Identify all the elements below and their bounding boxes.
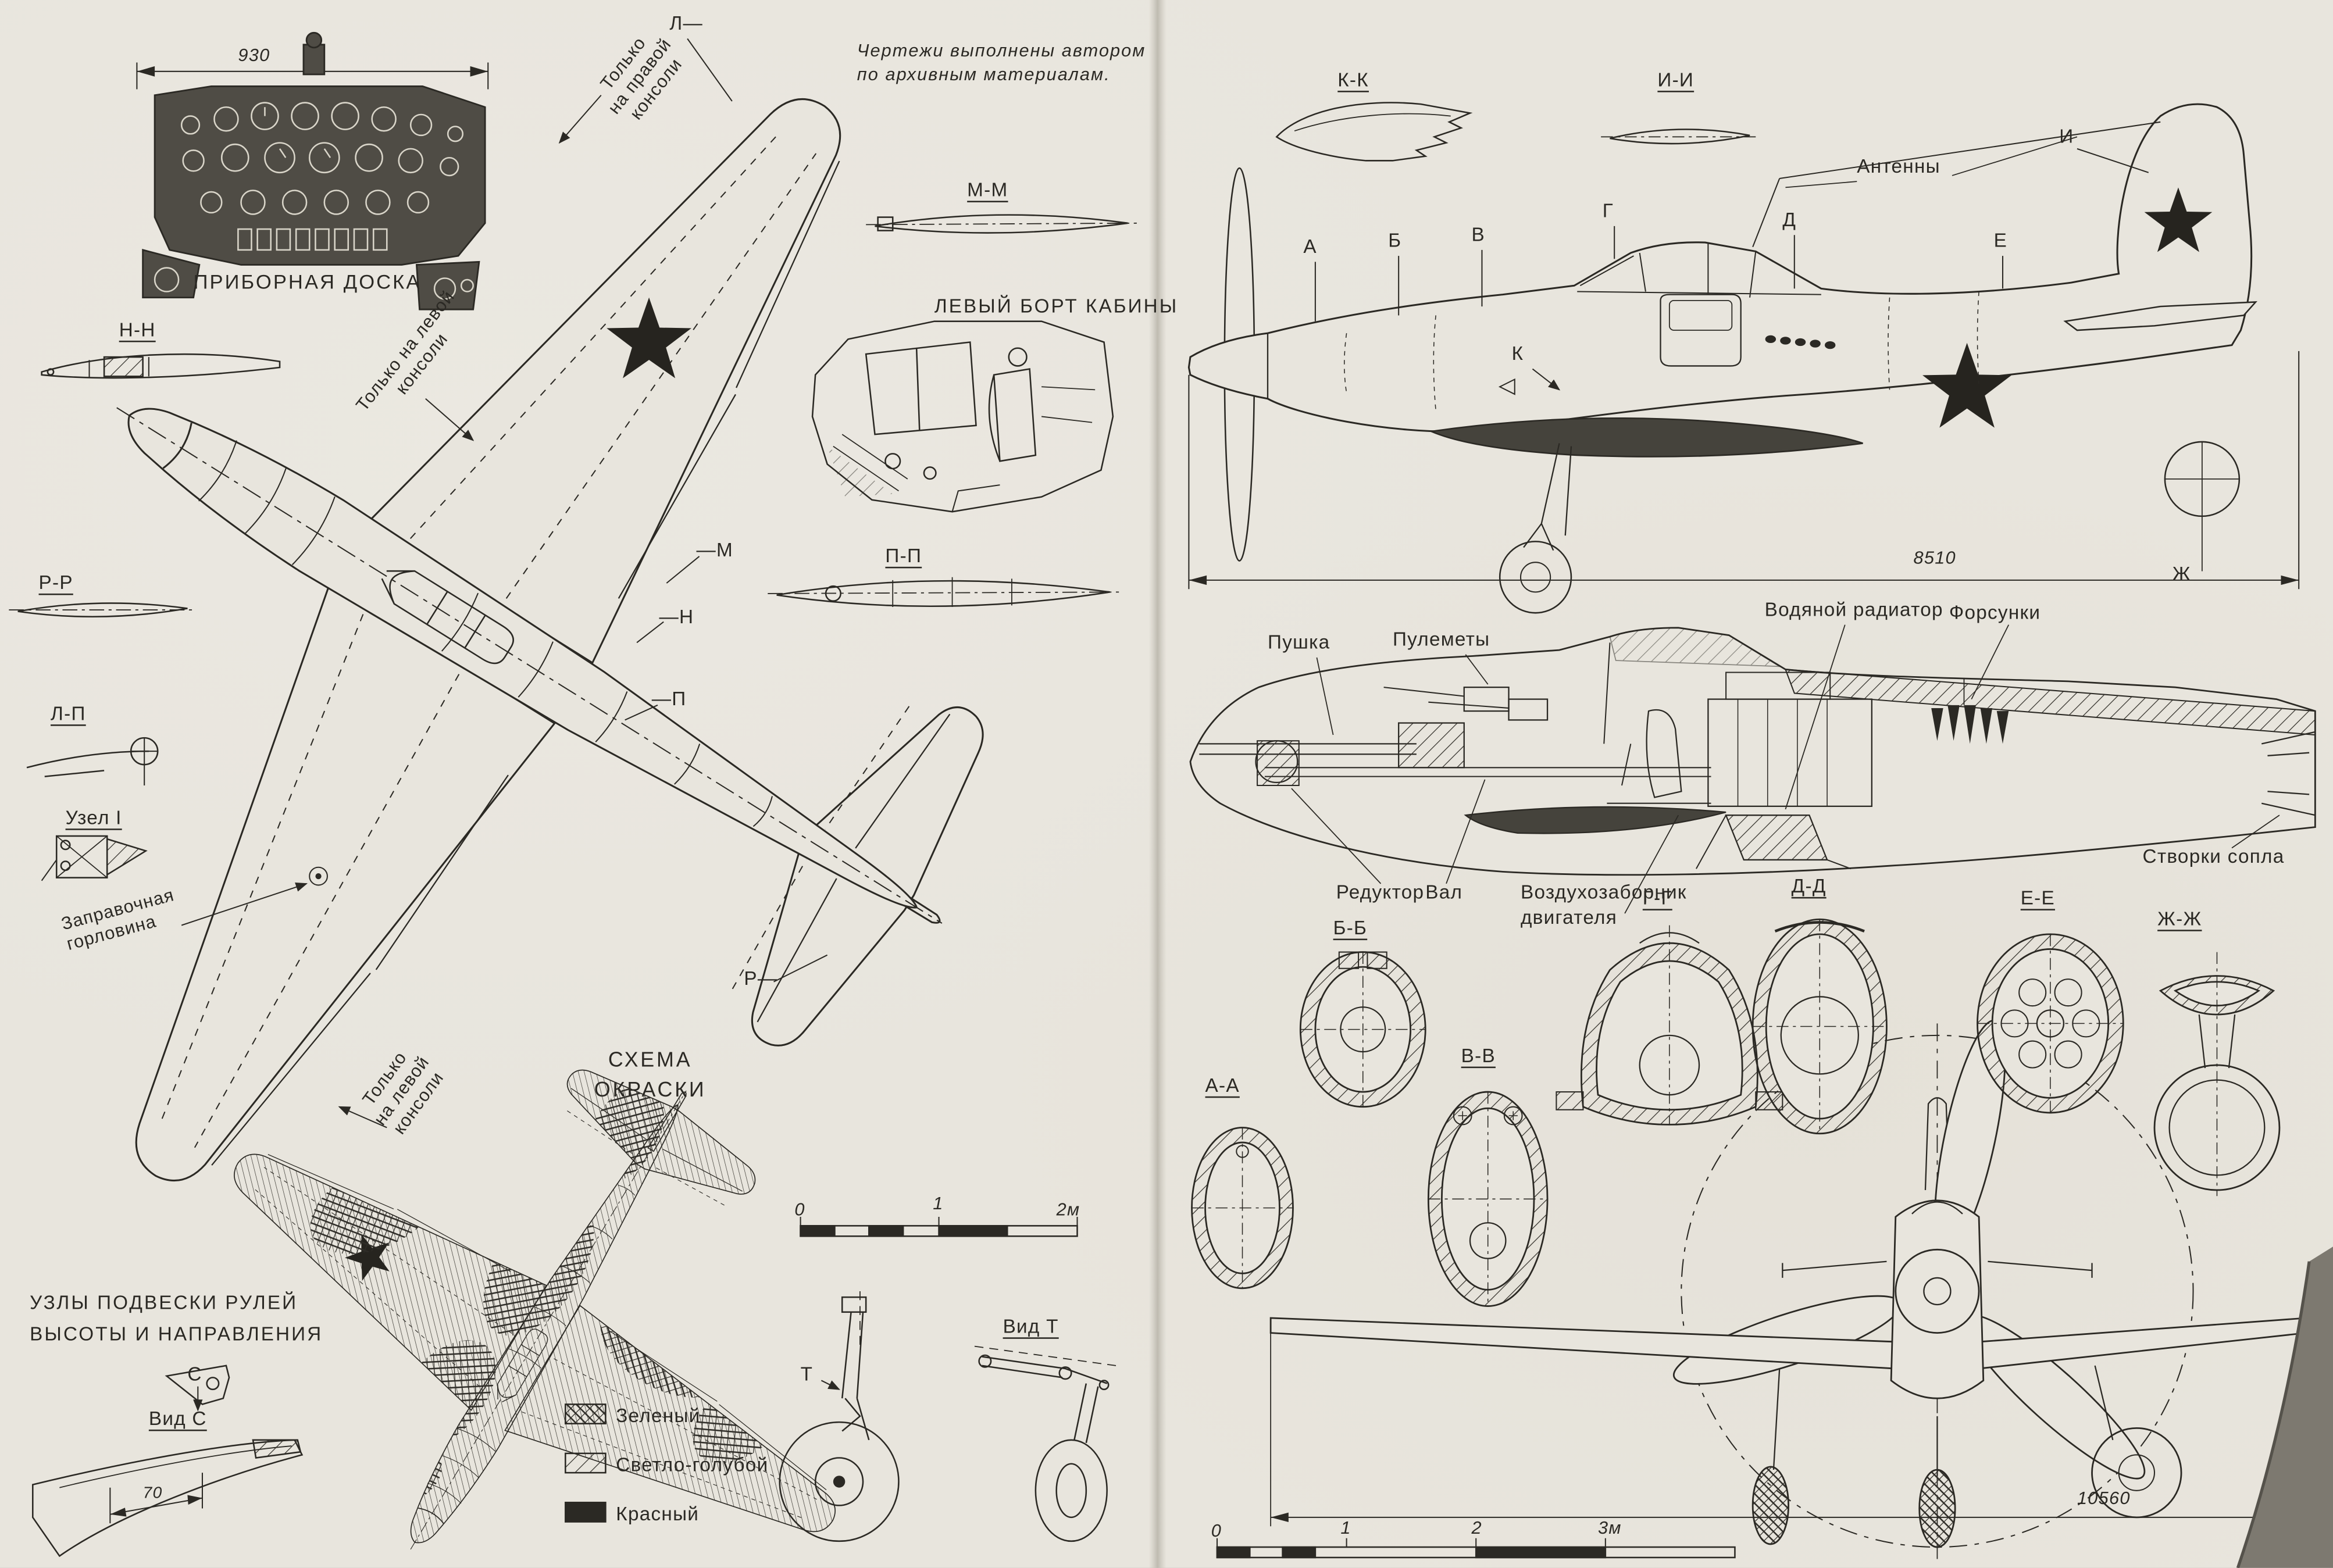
section-gg-drawing <box>1556 925 1783 1126</box>
section-zhzh-drawing <box>2153 952 2281 1196</box>
view-c-drawing <box>32 1365 304 1558</box>
marker-r: Р— <box>744 967 778 990</box>
marker-zh: Ж <box>2172 562 2191 585</box>
scale-right-2: 2 <box>1471 1517 1482 1538</box>
panel-width-dim: 930 <box>238 44 270 66</box>
section-aa-drawing <box>1191 1127 1294 1290</box>
shaft-label: Вал <box>1425 880 1463 903</box>
author-credit: Чертежи выполнены автором по архивным ма… <box>857 40 1146 85</box>
section-dd-drawing <box>1751 918 1888 1135</box>
marker-i: И <box>2059 124 2074 148</box>
marker-t: Т <box>800 1362 814 1385</box>
marker-n: —Н <box>659 605 694 628</box>
view-t-drawing <box>974 1345 1116 1542</box>
scale-right-1: 1 <box>1340 1517 1351 1538</box>
main-gear-drawing <box>779 1291 900 1542</box>
marker-k: К <box>1511 342 1524 365</box>
cutaway-drawing <box>1189 624 2316 914</box>
dim-8510: 8510 <box>1913 547 1956 569</box>
marker-m: —М <box>696 538 734 561</box>
scale-left-2: 2м <box>1056 1199 1080 1220</box>
scale-bar-left <box>800 1217 1078 1237</box>
intake-label: Воздухозаборник двигателя <box>1520 880 1687 928</box>
scale-bar-right <box>1216 1538 1736 1559</box>
instrument-panel-title: ПРИБОРНАЯ ДОСКА <box>193 270 422 294</box>
marker-d: Д <box>1782 208 1797 231</box>
injectors-label: Форсунки <box>1949 601 2041 624</box>
section-label-aa: А-А <box>1205 1074 1240 1096</box>
cabin-drawing <box>811 320 1114 513</box>
section-label-zhzh: Ж-Ж <box>2157 907 2202 930</box>
camo-legend-swatches <box>565 1403 607 1523</box>
dim-10560: 10560 <box>2077 1487 2131 1509</box>
marker-v: В <box>1471 223 1486 246</box>
radiator-label: Водяной радиатор <box>1764 598 1943 620</box>
instrument-panel-drawing <box>136 31 489 310</box>
section-label-ee: Е-Е <box>2020 886 2056 909</box>
section-rr-drawing <box>9 602 197 618</box>
section-label-dd: Д-Д <box>1791 874 1827 897</box>
section-label-ii: И-И <box>1657 68 1695 91</box>
reducer-label: Редуктор <box>1336 880 1425 903</box>
antennas-label: Антенны <box>1857 155 1940 177</box>
section-vv-drawing <box>1427 1091 1549 1307</box>
legend-lightblue-label: Светло-голубой <box>616 1453 769 1476</box>
section-label-rr: Р-Р <box>38 571 73 594</box>
section-bb-drawing <box>1299 951 1426 1108</box>
scale-left-1: 1 <box>933 1193 944 1214</box>
marker-c: С <box>187 1362 202 1385</box>
scale-right-3: 3м <box>1598 1517 1622 1538</box>
page-seam <box>1148 0 1167 1568</box>
scale-right-0: 0 <box>1211 1520 1222 1541</box>
uzel-1-drawing <box>41 835 148 881</box>
machine-guns-label: Пулеметы <box>1392 627 1490 651</box>
section-label-nn: Н-Н <box>119 318 156 341</box>
marker-a: А <box>1303 235 1317 258</box>
section-label-kk: К-К <box>1337 68 1369 91</box>
section-label-vv: В-В <box>1461 1044 1496 1067</box>
section-label-gg: Г-Г <box>1642 886 1672 909</box>
hinges-title: УЗЛЫ ПОДВЕСКИ РУЛЕЙ ВЫСОТЫ И НАПРАВЛЕНИЯ <box>30 1291 323 1345</box>
section-kk-drawing <box>1275 102 1473 162</box>
page-edge-shadow <box>2236 1246 2333 1568</box>
section-ee-drawing <box>1977 933 2124 1114</box>
marker-l: Л— <box>669 12 704 34</box>
dim-70: 70 <box>142 1484 163 1503</box>
section-label-lp: Л-П <box>50 702 86 725</box>
section-lp-drawing <box>26 737 159 785</box>
legend-red-label: Красный <box>616 1502 700 1525</box>
top-view-annotations <box>181 38 828 1128</box>
section-label-pp: П-П <box>885 544 922 567</box>
marker-e: Е <box>1993 229 2008 252</box>
scale-left-0: 0 <box>794 1199 805 1220</box>
marker-b: Б <box>1388 229 1402 252</box>
uzel-1-label: Узел I <box>65 806 122 829</box>
section-label-bb: Б-Б <box>1333 916 1368 939</box>
section-ii-drawing <box>1601 128 1759 145</box>
nozzle-flaps-label: Створки сопла <box>2142 845 2285 867</box>
paint-scheme-title: СХЕМА ОКРАСКИ <box>594 1047 707 1102</box>
front-view-drawing <box>1269 1019 2307 1559</box>
view-c-label: Вид С <box>148 1407 207 1430</box>
cannon-label: Пушка <box>1268 630 1330 653</box>
section-mm-drawing <box>866 214 1137 234</box>
side-view-drawing <box>1187 103 2300 614</box>
section-label-mm: М-М <box>967 178 1008 201</box>
marker-g: Г <box>1602 199 1614 222</box>
cross-sections-drawings <box>1191 918 2281 1307</box>
marker-p: —П <box>651 687 687 710</box>
legend-green-label: Зеленый <box>616 1404 701 1427</box>
view-t-label: Вид Т <box>1003 1315 1059 1338</box>
cabin-title: ЛЕВЫЙ БОРТ КАБИНЫ <box>934 294 1179 317</box>
section-nn-drawing <box>41 353 281 379</box>
section-pp-drawing <box>768 577 1119 608</box>
